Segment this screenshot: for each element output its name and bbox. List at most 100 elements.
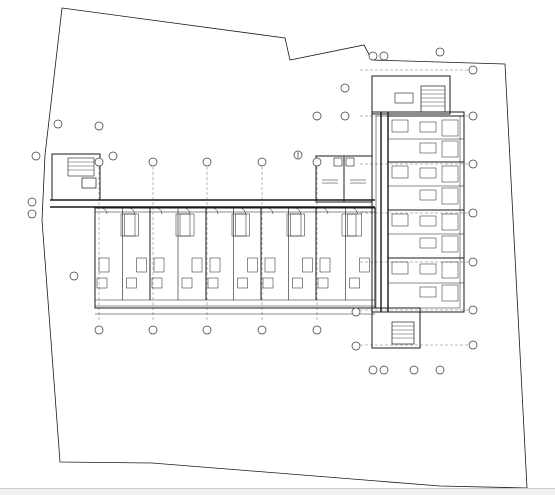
north-arrow-icon — [293, 150, 303, 160]
grid-bubble-circle — [468, 65, 478, 75]
grid-bubble — [368, 51, 378, 61]
structural-grid — [27, 47, 478, 375]
bed — [419, 286, 437, 298]
bed — [419, 167, 437, 179]
bathroom — [341, 213, 357, 237]
bed — [153, 257, 165, 273]
horizontal-wing — [50, 199, 376, 315]
balcony-unit — [349, 277, 360, 289]
grid-bubble-circle — [468, 208, 478, 218]
balcony-unit — [441, 165, 459, 183]
bathroom — [290, 213, 305, 237]
bed — [419, 142, 437, 154]
grid-bubble — [31, 151, 41, 161]
grid-bubble-circle — [27, 197, 37, 207]
grid-bubble — [468, 305, 478, 315]
grid-bubble-circle — [351, 307, 361, 317]
bed — [419, 189, 437, 201]
vertical-wing — [371, 111, 465, 313]
grid-bubble-circle — [69, 271, 79, 281]
bathroom — [179, 213, 195, 237]
grid-bubble — [435, 365, 445, 375]
bed — [419, 263, 437, 275]
grid-bubble — [53, 119, 63, 129]
central-core — [315, 155, 373, 203]
balcony-unit — [292, 277, 303, 289]
bathroom — [347, 213, 362, 237]
balcony-unit — [96, 277, 108, 289]
grid-bubble-circle — [340, 83, 350, 93]
grid-bubble — [202, 157, 212, 167]
bathroom — [231, 213, 247, 237]
grid-bubble-circle — [368, 365, 378, 375]
status-bar — [0, 488, 555, 495]
balcony-unit — [151, 277, 163, 289]
grid-bubble-circle — [202, 325, 212, 335]
door-swing-icon — [294, 207, 301, 215]
grid-bubble — [468, 159, 478, 169]
bed — [419, 121, 437, 133]
door-swing-icon — [100, 207, 108, 215]
bathroom — [120, 213, 136, 237]
bathroom — [286, 213, 302, 237]
grid-bubble-circle — [379, 51, 389, 61]
grid-bubble-circle — [379, 365, 389, 375]
balcony-unit — [262, 277, 274, 289]
bathroom — [391, 165, 409, 179]
site-boundary — [41, 7, 528, 489]
grid-bubble-circle — [108, 151, 118, 161]
grid-bubble-circle — [148, 325, 158, 335]
grid-bubble — [312, 325, 322, 335]
grid-bubble-circle — [94, 325, 104, 335]
balcony-unit — [441, 140, 459, 158]
grid-bubble — [468, 111, 478, 121]
grid-bubble-circle — [368, 51, 378, 61]
grid-bubble-circle — [409, 365, 419, 375]
bed — [136, 257, 147, 273]
bed — [264, 257, 276, 273]
grid-bubble-circle — [468, 111, 478, 121]
bed — [359, 257, 370, 273]
balcony-unit — [441, 261, 459, 279]
grid-bubble — [257, 325, 267, 335]
grid-bubble-circle — [148, 157, 158, 167]
bed — [209, 257, 221, 273]
grid-bubble — [27, 197, 37, 207]
grid-bubble — [69, 271, 79, 281]
grid-bubble — [351, 341, 361, 351]
horizontal-wing-units — [94, 207, 370, 300]
grid-bubble — [468, 208, 478, 218]
grid-bubble — [94, 325, 104, 335]
grid-bubble — [409, 365, 419, 375]
grid-bubble-circle — [94, 121, 104, 131]
grid-bubble-circle — [257, 325, 267, 335]
grid-bubble — [468, 257, 478, 267]
balcony-unit — [237, 277, 248, 289]
grid-bubble — [94, 121, 104, 131]
bed — [98, 257, 110, 273]
grid-bubble — [351, 307, 361, 317]
vertical-wing-units — [388, 115, 464, 302]
balcony-unit — [441, 235, 459, 253]
bed — [247, 257, 258, 273]
south-stair-block — [371, 307, 421, 349]
grid-bubble — [312, 157, 322, 167]
grid-bubble — [202, 325, 212, 335]
grid-bubble-circle — [202, 157, 212, 167]
door-swing-icon — [239, 207, 246, 215]
door-swing-icon — [351, 207, 358, 215]
balcony-unit — [441, 119, 459, 137]
grid-bubble — [468, 340, 478, 350]
bathroom — [391, 119, 409, 133]
grid-bubble — [368, 365, 378, 375]
bathroom — [124, 213, 139, 237]
bathroom — [235, 213, 250, 237]
grid-bubble-circle — [53, 119, 63, 129]
grid-bubble-circle — [312, 157, 322, 167]
grid-bubble-circle — [31, 151, 41, 161]
grid-bubble-circle — [351, 341, 361, 351]
west-stair-block — [51, 153, 101, 201]
grid-bubble-circle — [435, 47, 445, 57]
grid-bubble — [108, 151, 118, 161]
